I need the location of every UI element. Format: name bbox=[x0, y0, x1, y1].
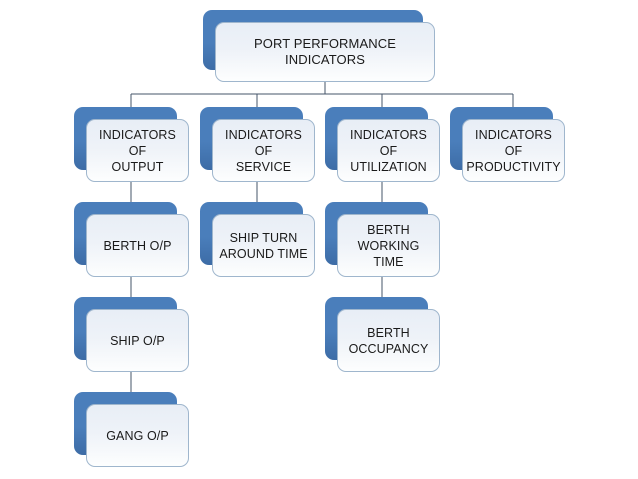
node-face-berth-working-time[interactable]: BERTH WORKING TIME bbox=[337, 214, 440, 277]
node-face-indicators-of-service[interactable]: INDICATORS OF SERVICE bbox=[212, 119, 315, 182]
node-berth-working-time[interactable]: BERTH WORKING TIME bbox=[325, 202, 440, 277]
node-label-indicators-of-productivity: INDICATORS OF PRODUCTIVITY bbox=[466, 127, 561, 174]
node-face-indicators-of-productivity[interactable]: INDICATORS OF PRODUCTIVITY bbox=[462, 119, 565, 182]
node-port-performance-indicators[interactable]: PORT PERFORMANCE INDICATORS bbox=[203, 10, 435, 82]
node-label-ship-turn-around-time: SHIP TURN AROUND TIME bbox=[219, 230, 308, 261]
node-indicators-of-service[interactable]: INDICATORS OF SERVICE bbox=[200, 107, 315, 182]
node-face-ship-turn-around-time[interactable]: SHIP TURN AROUND TIME bbox=[212, 214, 315, 277]
node-berth-op[interactable]: BERTH O/P bbox=[74, 202, 189, 277]
node-gang-op[interactable]: GANG O/P bbox=[74, 392, 189, 467]
node-face-berth-occupancy[interactable]: BERTH OCCUPANCY bbox=[337, 309, 440, 372]
node-face-port-performance-indicators[interactable]: PORT PERFORMANCE INDICATORS bbox=[215, 22, 435, 82]
node-label-ship-op: SHIP O/P bbox=[110, 333, 165, 348]
node-face-indicators-of-utilization[interactable]: INDICATORS OF UTILIZATION bbox=[337, 119, 440, 182]
node-face-berth-op[interactable]: BERTH O/P bbox=[86, 214, 189, 277]
node-label-berth-working-time: BERTH WORKING TIME bbox=[357, 222, 420, 269]
node-ship-op[interactable]: SHIP O/P bbox=[74, 297, 189, 372]
node-label-berth-op: BERTH O/P bbox=[103, 238, 172, 253]
node-label-indicators-of-service: INDICATORS OF SERVICE bbox=[225, 127, 302, 174]
node-indicators-of-output[interactable]: INDICATORS OF OUTPUT bbox=[74, 107, 189, 182]
node-label-indicators-of-output: INDICATORS OF OUTPUT bbox=[99, 127, 176, 174]
node-indicators-of-utilization[interactable]: INDICATORS OF UTILIZATION bbox=[325, 107, 440, 182]
node-label-berth-occupancy: BERTH OCCUPANCY bbox=[348, 325, 429, 356]
node-face-ship-op[interactable]: SHIP O/P bbox=[86, 309, 189, 372]
node-indicators-of-productivity[interactable]: INDICATORS OF PRODUCTIVITY bbox=[450, 107, 565, 182]
node-label-gang-op: GANG O/P bbox=[106, 428, 169, 443]
node-ship-turn-around-time[interactable]: SHIP TURN AROUND TIME bbox=[200, 202, 315, 277]
node-face-indicators-of-output[interactable]: INDICATORS OF OUTPUT bbox=[86, 119, 189, 182]
node-face-gang-op[interactable]: GANG O/P bbox=[86, 404, 189, 467]
node-label-port-performance-indicators: PORT PERFORMANCE INDICATORS bbox=[254, 36, 396, 67]
node-berth-occupancy[interactable]: BERTH OCCUPANCY bbox=[325, 297, 440, 372]
node-label-indicators-of-utilization: INDICATORS OF UTILIZATION bbox=[350, 127, 427, 174]
